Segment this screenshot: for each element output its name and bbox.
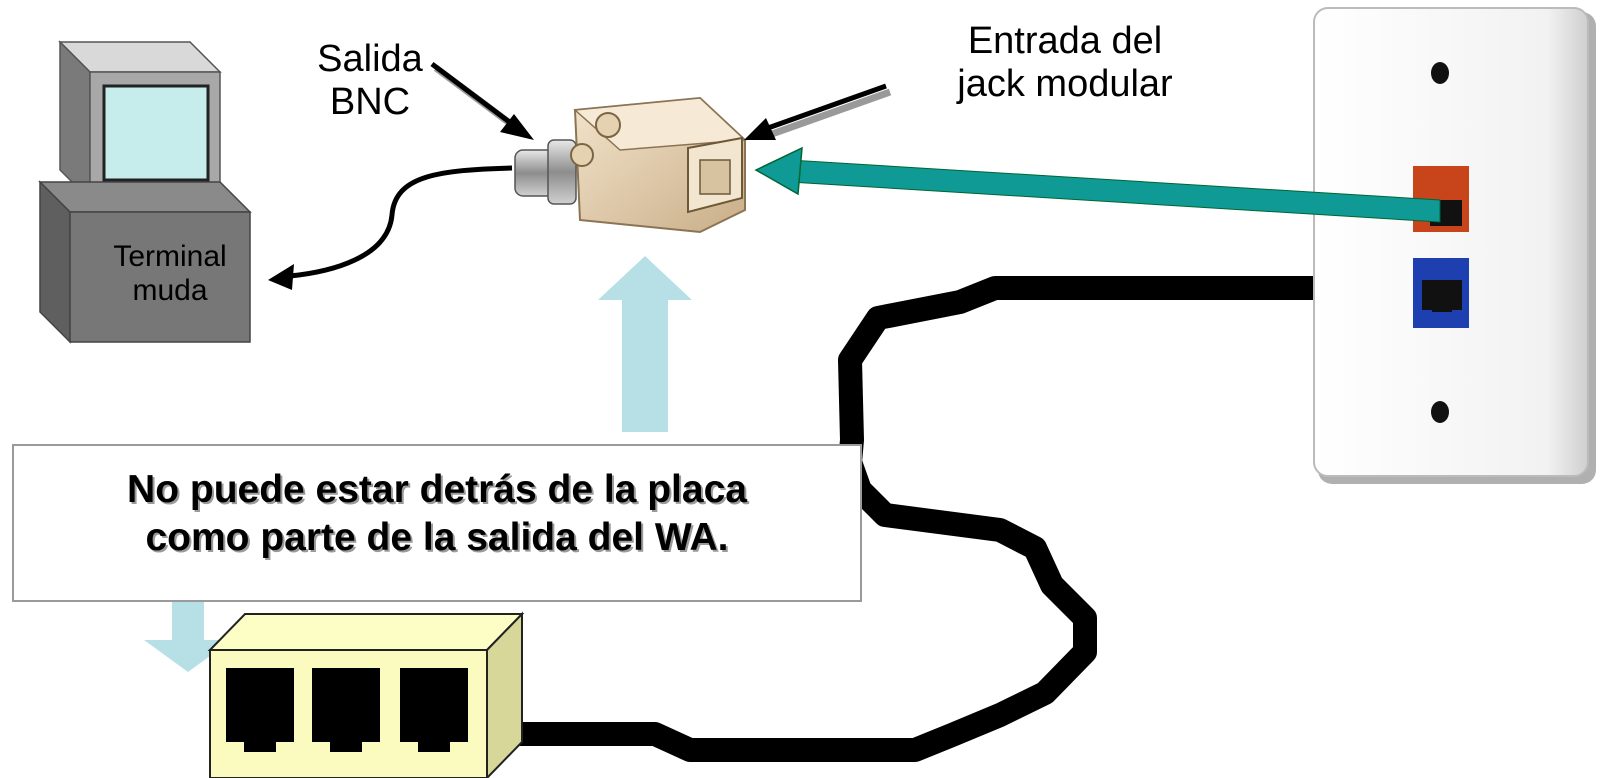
bnc-pointer: [430, 62, 514, 126]
note-text: No puede estar detrás de la placa como p…: [14, 466, 860, 561]
terminal-label: Terminal muda: [92, 240, 248, 307]
wall-plate-icon: [1313, 7, 1596, 484]
jack-pointer: [767, 83, 887, 131]
terminal-cable: [289, 165, 513, 279]
note-box: No puede estar detrás de la placa como p…: [12, 444, 862, 602]
jack-label-line1: Entrada del: [967, 20, 1163, 62]
down-arrow: [144, 560, 232, 672]
note-line2: como parte de la salida del WA.: [145, 515, 729, 559]
bnc-pointer-arrowhead: [500, 114, 534, 140]
up-arrow: [598, 256, 692, 432]
terminal-label-line2: muda: [132, 273, 208, 307]
note-line1: No puede estar detrás de la placa: [127, 468, 747, 511]
jack-pointer-shadow: [770, 88, 892, 138]
surface-box-icon: [207, 611, 525, 778]
black-cable: [510, 276, 1410, 762]
bnc-adapter-icon: [514, 96, 747, 234]
jack-input-label: Entrada del jack modular: [915, 20, 1215, 105]
jack-pointer-arrowhead: [744, 118, 776, 140]
terminal-cable-arrowhead: [268, 264, 294, 290]
bnc-label-line1: Salida: [317, 38, 423, 80]
bnc-output-label: Salida BNC: [300, 38, 440, 123]
jack-label-line2: jack modular: [957, 62, 1173, 105]
teal-cable-arrowhead: [754, 146, 803, 196]
terminal-icon: [38, 40, 252, 344]
terminal-label-line1: Terminal: [113, 240, 227, 273]
bnc-label-line2: BNC: [329, 80, 411, 123]
